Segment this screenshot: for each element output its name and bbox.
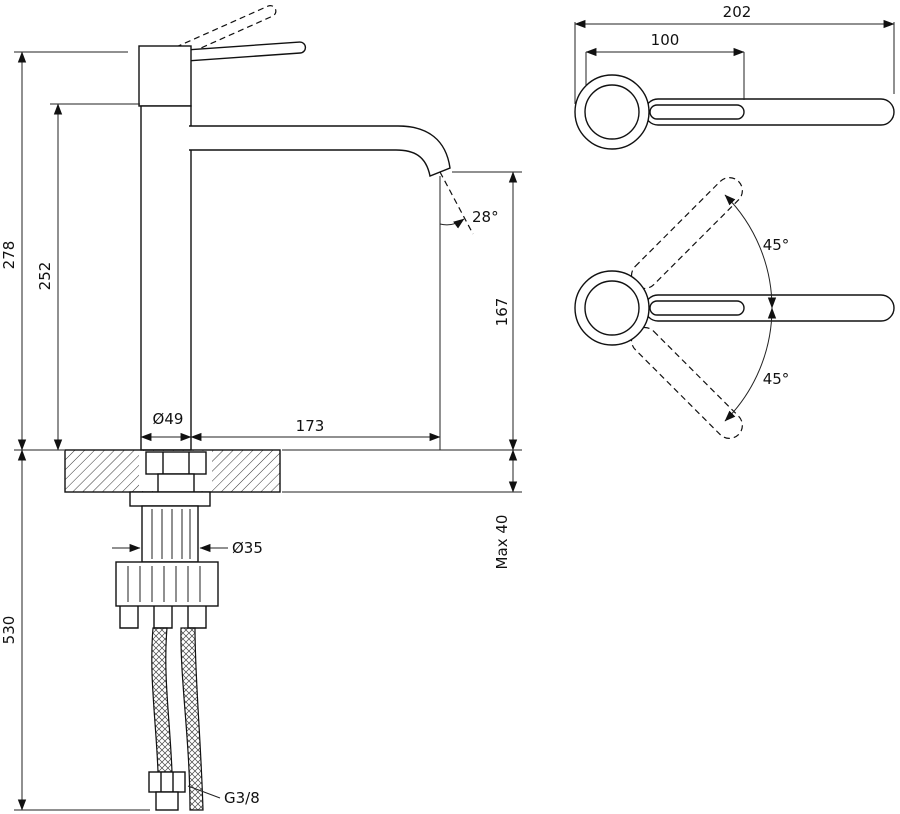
dim-connection-thread: G3/8 [224, 789, 260, 807]
dim-handle-length: 100 [651, 31, 680, 49]
dim-base-diameter: Ø49 [153, 410, 184, 428]
faucet-spout [189, 125, 451, 177]
dim-swing-down-angle: 45° [763, 370, 790, 388]
swing-arc-down [724, 307, 777, 422]
hose-fitting [148, 771, 186, 811]
dim-spout-top-height: 252 [36, 262, 54, 291]
dim-swing-up-angle: 45° [763, 236, 790, 254]
handle-top-view: 202 100 [574, 3, 895, 150]
spout-axis-line [439, 171, 474, 235]
lever-swing-up-dashed [630, 177, 743, 290]
dim-overall-length: 202 [723, 3, 752, 21]
lever-swing-down-dashed [630, 326, 743, 439]
dim-below-deck-length: 530 [0, 616, 18, 645]
threaded-shank [141, 505, 199, 563]
lever-plan [644, 98, 895, 126]
handle-base-outer [574, 74, 650, 150]
faucet-head [138, 45, 192, 107]
handle-swing-view: 45° 45° [574, 177, 895, 439]
lever-raised-dashed [162, 5, 277, 63]
washer-flange [129, 491, 211, 507]
faucet-side-view [64, 5, 451, 811]
handle-base-inner [584, 84, 640, 140]
faucet-body [140, 105, 192, 451]
dim-spout-angle: 28° [472, 208, 499, 226]
dim-outlet-height: 167 [493, 298, 511, 327]
side-view-dimensions: 278 252 530 Ø49 173 28° 167 Max 40 Ø35 G… [0, 51, 522, 811]
dim-overall-height: 278 [0, 241, 18, 270]
lever-inlay [649, 104, 745, 120]
shank-through-deck [145, 451, 207, 493]
dim-spout-reach: 173 [296, 417, 325, 435]
mounting-nut [115, 561, 219, 629]
handle-base-outer [574, 270, 650, 346]
lever-handle [178, 41, 307, 62]
lever-plan [644, 294, 895, 322]
dim-max-deck-thickness: Max 40 [493, 515, 511, 570]
handle-base-inner [584, 280, 640, 336]
dim-shank-diameter: Ø35 [232, 539, 263, 557]
swing-arc-up [724, 194, 777, 309]
